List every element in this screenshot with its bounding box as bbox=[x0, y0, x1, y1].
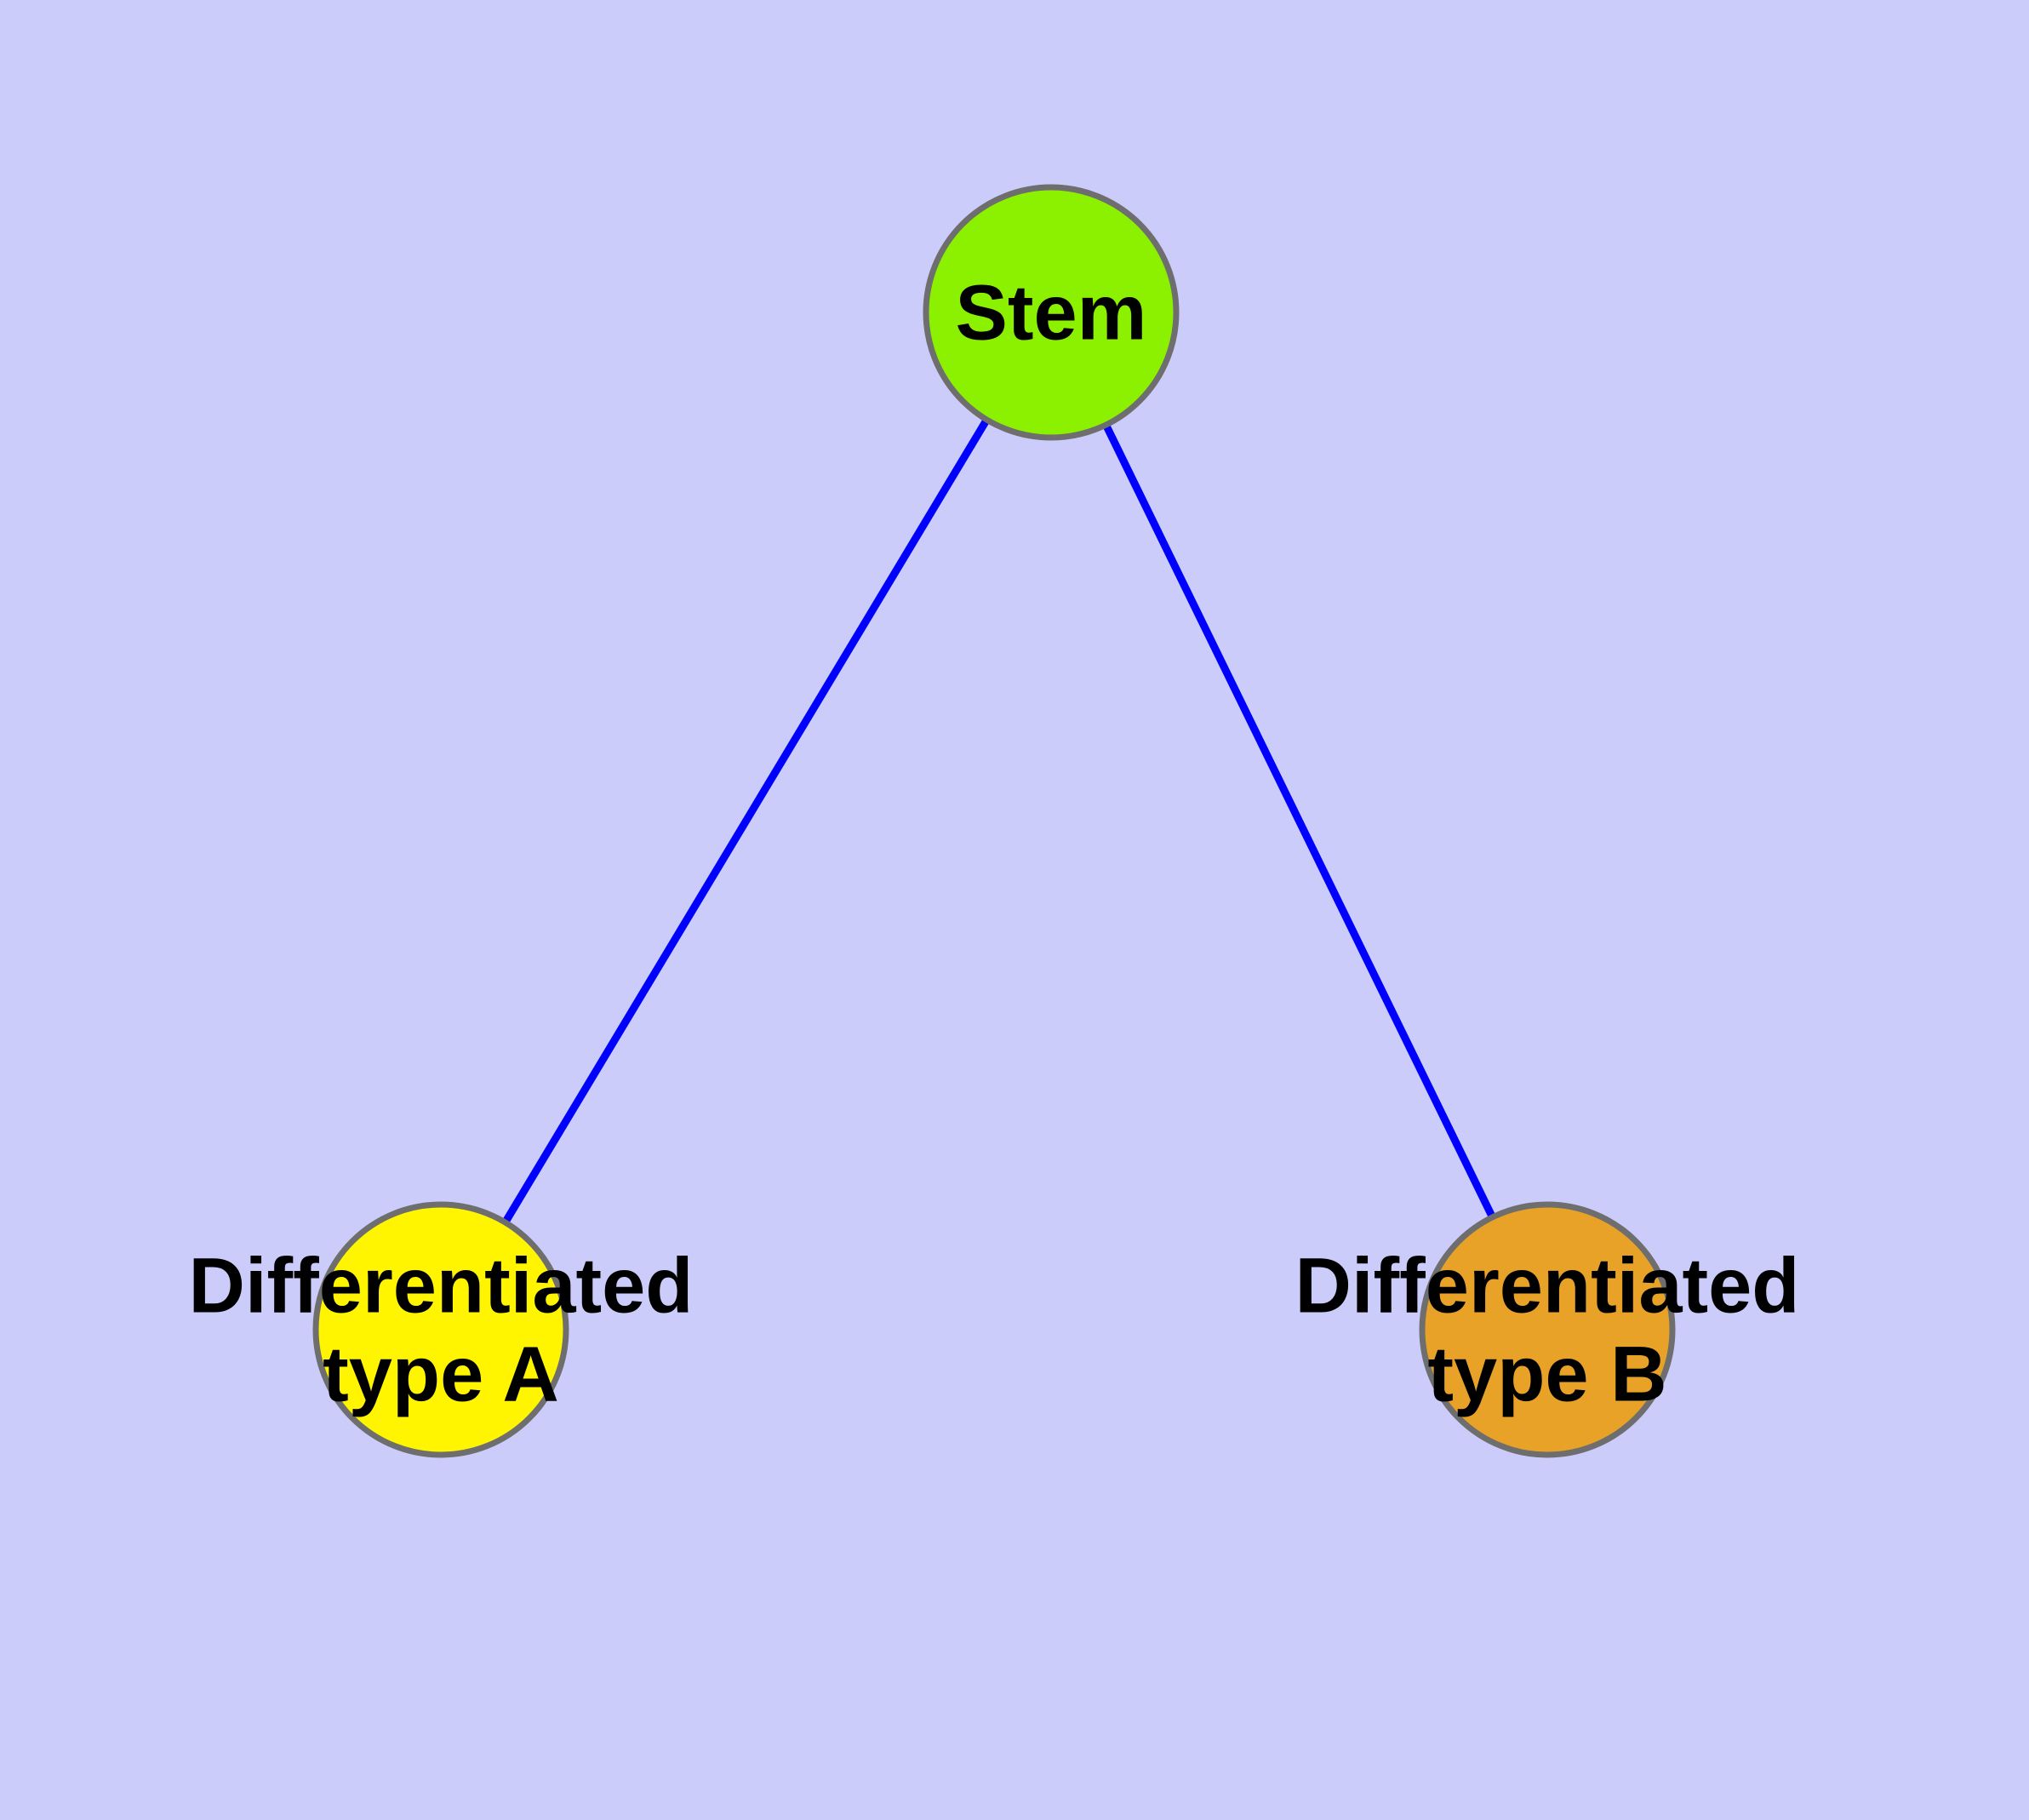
nodes-layer bbox=[312, 184, 1676, 1458]
node-label-line: Differentiated bbox=[1295, 1242, 1800, 1329]
edge-stem-to-differentiated-type-a[interactable] bbox=[500, 416, 992, 1226]
node-stem[interactable] bbox=[923, 184, 1180, 441]
node-label-stem: Stem bbox=[956, 269, 1147, 356]
node-differentiated-type-a[interactable] bbox=[312, 1201, 569, 1458]
node-label-line: type B bbox=[1427, 1331, 1666, 1417]
node-label-line: Differentiated bbox=[189, 1242, 694, 1329]
node-differentiated-type-b[interactable] bbox=[1419, 1201, 1676, 1458]
edges-layer bbox=[500, 416, 1497, 1226]
node-label-line: type A bbox=[323, 1331, 559, 1417]
edge-stem-to-differentiated-type-b[interactable] bbox=[1101, 421, 1497, 1221]
node-label-line: Stem bbox=[956, 269, 1147, 356]
